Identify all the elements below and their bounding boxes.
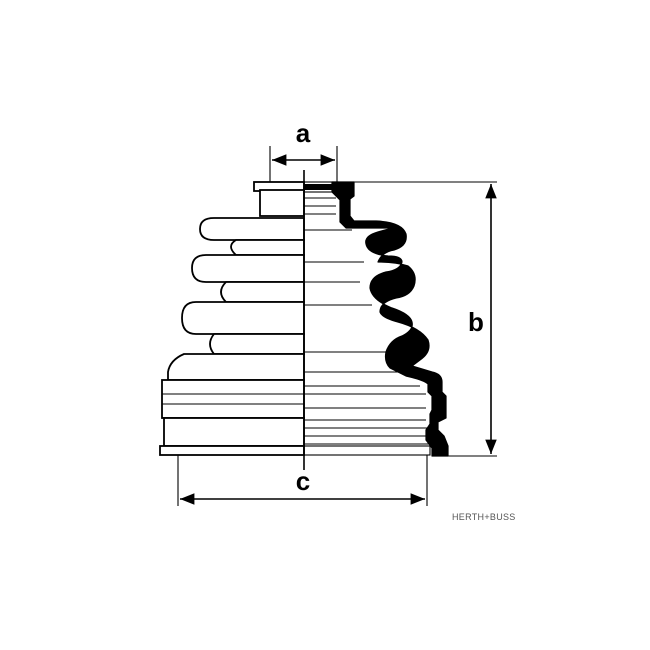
bellow-2	[191, 254, 305, 283]
top-clamp-band	[304, 184, 334, 190]
bellow-valley-3	[209, 333, 305, 355]
base-lip-section	[303, 445, 431, 456]
dimension-b: b	[354, 181, 497, 457]
base-lip	[159, 445, 305, 456]
top-neck	[259, 189, 305, 217]
boot-section-view	[303, 181, 449, 457]
lower-flare	[167, 353, 305, 381]
dimension-a-label: a	[296, 118, 311, 148]
dimension-b-label: b	[468, 307, 484, 337]
boot-wall-section	[331, 181, 449, 457]
bellow-3	[181, 301, 305, 335]
dimension-c-label: c	[296, 466, 310, 496]
dimension-a: a	[269, 118, 338, 182]
boot-exterior-view	[159, 181, 305, 456]
base-cylinder	[161, 379, 305, 419]
bellow-1	[199, 217, 305, 241]
brand-label: HERTH+BUSS	[452, 512, 516, 522]
bellow-valley-2	[220, 281, 305, 303]
bellow-valley-1	[230, 239, 305, 256]
dimension-c: c	[177, 455, 428, 506]
base-clamp-zone	[163, 417, 305, 447]
